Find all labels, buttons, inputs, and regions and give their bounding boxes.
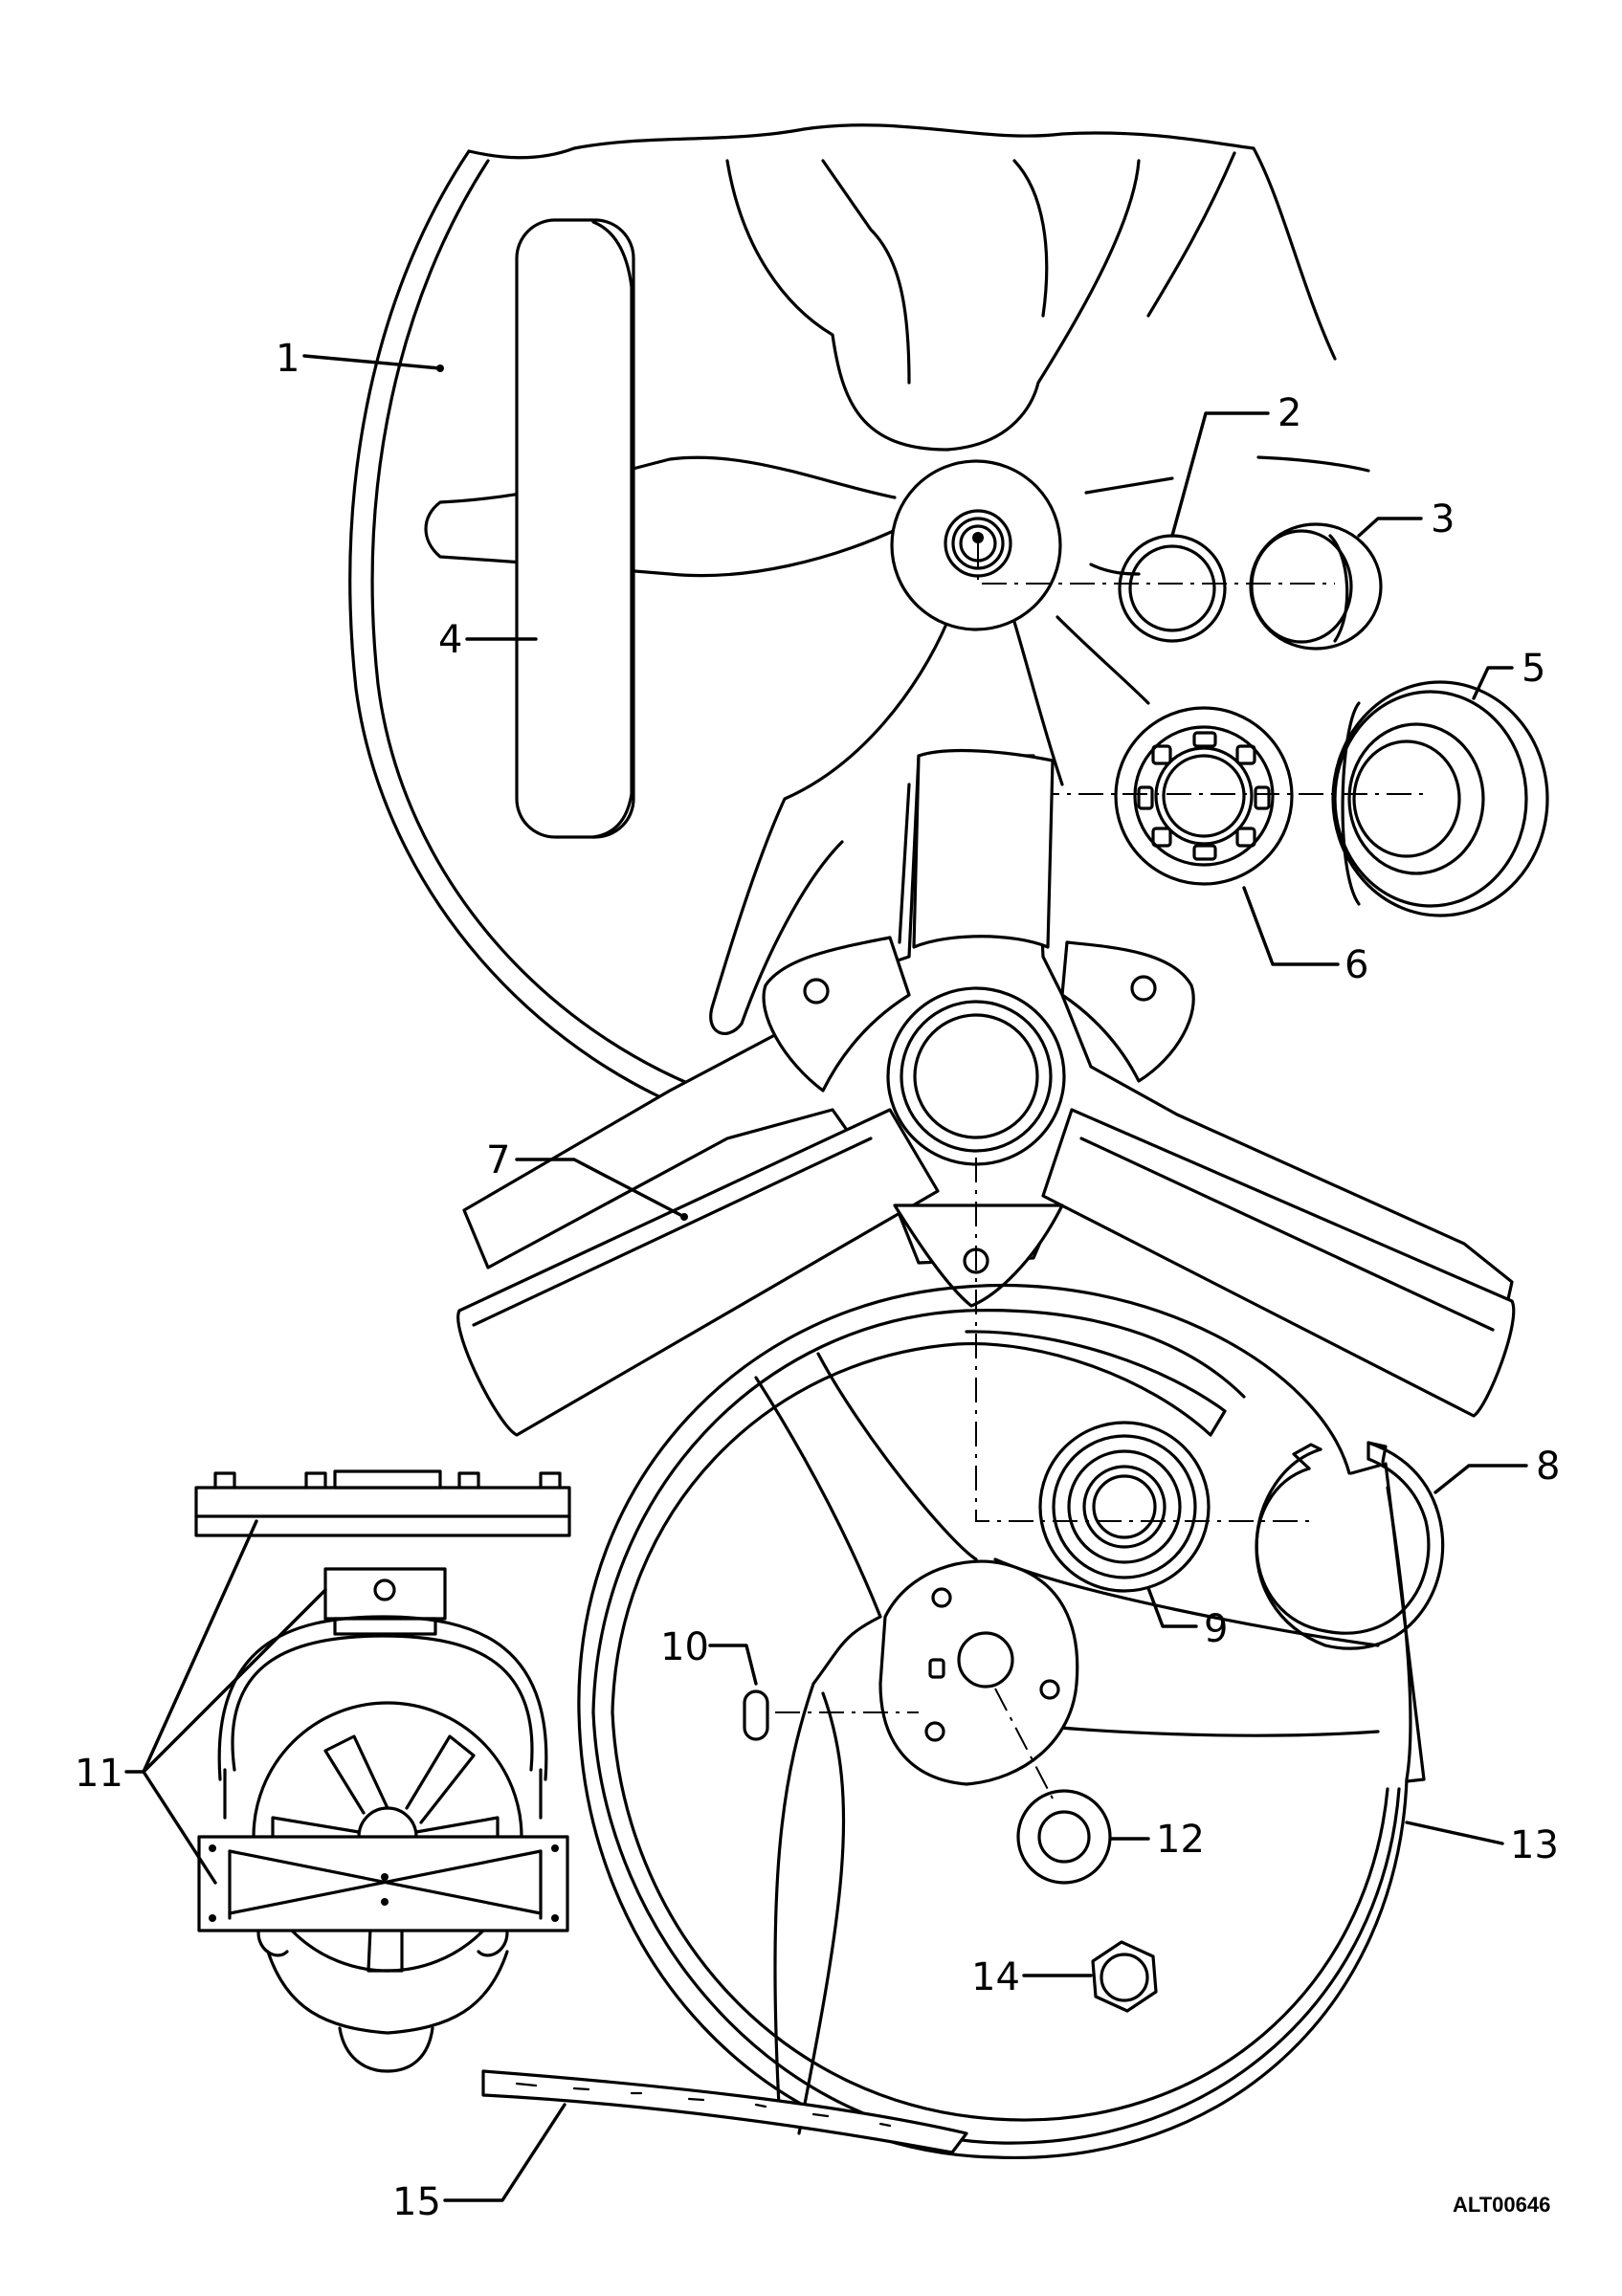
leader-13 bbox=[1405, 1821, 1504, 1845]
callout-14: 14 bbox=[971, 1955, 1020, 1999]
leader-7 bbox=[515, 1158, 686, 1219]
callout-4: 4 bbox=[438, 618, 462, 662]
callout-6: 6 bbox=[1344, 943, 1368, 987]
leader-lines bbox=[124, 354, 1528, 2202]
centerline-upper bbox=[977, 543, 1335, 585]
callout-9: 9 bbox=[1204, 1607, 1228, 1651]
leader-15 bbox=[443, 2103, 567, 2202]
leader-11c bbox=[142, 1770, 217, 1885]
callout-2: 2 bbox=[1278, 391, 1301, 435]
centerline-lower bbox=[975, 1158, 1311, 1522]
leader-8 bbox=[1433, 1464, 1528, 1494]
callout-labels: 1 2 3 4 5 6 7 8 9 10 11 12 13 14 15 bbox=[75, 337, 1560, 2224]
leader-11a bbox=[124, 1519, 258, 1774]
leader-11b bbox=[142, 1588, 327, 1774]
part-6-roller-bearing bbox=[1114, 706, 1294, 886]
part-3-sleeve bbox=[1249, 522, 1383, 651]
callout-11: 11 bbox=[75, 1752, 123, 1796]
callout-5: 5 bbox=[1522, 647, 1545, 691]
part-5-bearing-cup bbox=[1331, 680, 1549, 917]
part-9-bearing bbox=[1038, 1421, 1211, 1593]
part-14-hex-nut bbox=[1091, 1940, 1158, 2013]
part-11-mounting-assembly bbox=[194, 1469, 571, 2073]
leader-2 bbox=[1170, 411, 1270, 538]
centerline-washer bbox=[994, 1688, 1054, 1799]
leader-9 bbox=[1146, 1586, 1198, 1628]
bearing-rollers bbox=[1137, 731, 1271, 861]
callout-13: 13 bbox=[1510, 1823, 1559, 1867]
callout-10: 10 bbox=[660, 1625, 709, 1669]
callout-7: 7 bbox=[486, 1138, 510, 1182]
callout-8: 8 bbox=[1536, 1445, 1560, 1489]
leader-10 bbox=[708, 1644, 758, 1686]
leader-1 bbox=[302, 354, 442, 370]
callout-1: 1 bbox=[276, 337, 300, 381]
part-1-housing bbox=[348, 123, 1370, 1126]
callout-15: 15 bbox=[392, 2180, 441, 2224]
part-10-key bbox=[743, 1689, 769, 1741]
leader-3 bbox=[1357, 517, 1423, 538]
part-7-support-bracket bbox=[456, 748, 1516, 1437]
part-4-slot bbox=[515, 218, 635, 839]
part-13-pulley bbox=[577, 1284, 1426, 2159]
part-12-washer bbox=[1016, 1789, 1112, 1885]
part-8-snap-ring bbox=[1255, 1441, 1445, 1650]
callout-12: 12 bbox=[1156, 1818, 1205, 1862]
leader-6 bbox=[1242, 886, 1340, 966]
leader-5 bbox=[1472, 666, 1514, 700]
part-15-belt bbox=[481, 2069, 968, 2154]
figure-code: ALT00646 bbox=[1453, 2193, 1550, 2217]
callout-3: 3 bbox=[1431, 497, 1455, 541]
part-2-ring bbox=[1118, 534, 1227, 643]
